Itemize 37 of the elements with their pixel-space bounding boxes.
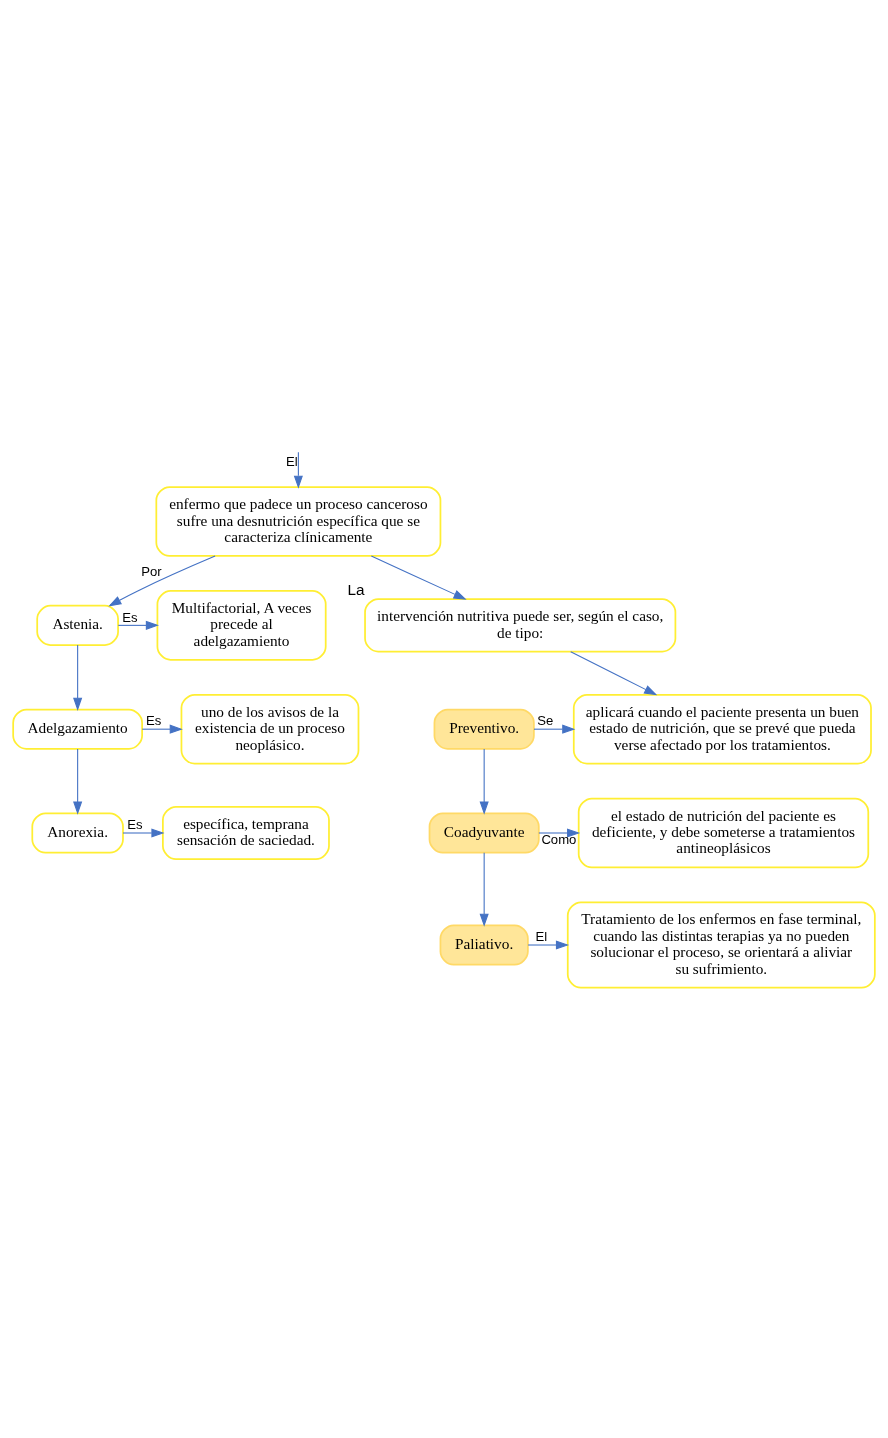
- node-box: Preventivo.: [433, 708, 535, 750]
- edge-label: Por: [141, 563, 162, 579]
- edge-label: El: [285, 453, 298, 469]
- node-box: Astenia.: [36, 604, 119, 646]
- node-label: La: [347, 580, 365, 598]
- node-box: el estado de nutrición del paciente es deficiente, y debe someterse a tratamientos antineoplásicos: [577, 797, 870, 868]
- edge-label: Como: [541, 830, 577, 846]
- node-box: aplicará cuando el paciente presenta un buen estado de nutrición, que se prevé que pueda verse afectado por los tratamientos.: [572, 693, 872, 764]
- edge-label: Se: [537, 712, 554, 728]
- edge-label: Es: [127, 816, 143, 832]
- edge-label: Es: [146, 712, 162, 728]
- arrow: [370, 555, 467, 600]
- node-box: específica, temprana sensación de saciedad.: [162, 805, 330, 860]
- arrow: [141, 724, 183, 734]
- node-box: uno de los avisos de la existencia de un proceso neoplásico.: [180, 693, 360, 764]
- arrow: [122, 827, 165, 838]
- node-box: Paliativo.: [439, 923, 529, 966]
- node-box: enfermo que padece un proceso canceroso sufre una desnutrición específica que se caracteriza clínicamente: [155, 485, 442, 557]
- node-box: Adelgazamiento: [12, 708, 143, 750]
- arrow: [108, 555, 216, 606]
- arrow: [73, 747, 83, 815]
- arrow: [479, 747, 489, 815]
- arrow: [533, 724, 576, 734]
- node-box: Tratamiento de los enfermos en fase terminal, cuando las distintas terapias ya no pueden solucionar el proceso, se orientará a aliviar su sufrimiento.: [566, 901, 876, 988]
- edge-label: El: [535, 928, 548, 944]
- edge-label: Es: [122, 609, 138, 625]
- arrow: [538, 827, 581, 838]
- node-box: Multifactorial, A veces precede al adelgazamiento: [156, 589, 327, 661]
- node-box: Anorexia.: [31, 811, 124, 854]
- arrow: [73, 644, 83, 711]
- arrow: [293, 451, 303, 489]
- node-box: Coadyuvante: [428, 811, 540, 854]
- arrow: [479, 851, 489, 927]
- arrow: [527, 939, 570, 950]
- arrow: [117, 620, 159, 630]
- node-box: intervención nutritiva puede ser, según el caso, de tipo:: [364, 597, 677, 652]
- arrow: [570, 650, 658, 695]
